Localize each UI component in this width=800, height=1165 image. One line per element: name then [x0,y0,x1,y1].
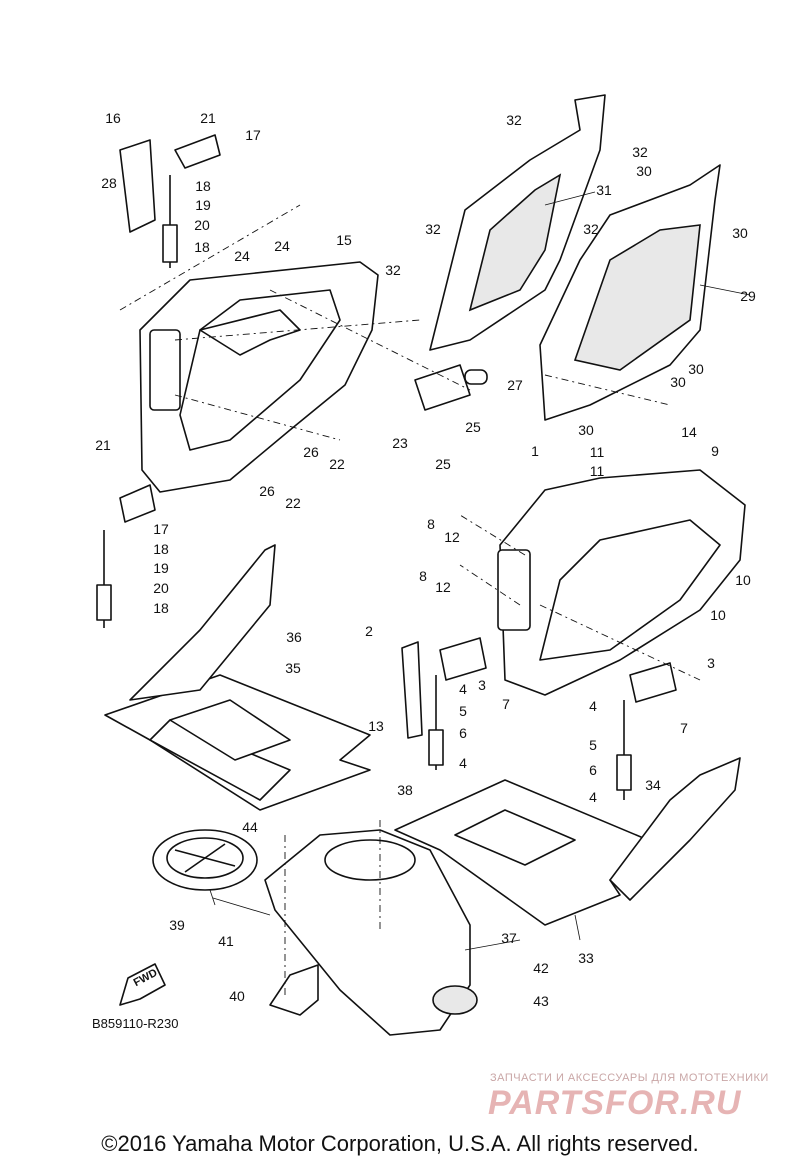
fwd-arrow-icon [119,963,166,1006]
callout-4: 4 [459,681,467,697]
right-floor-tray [394,757,741,926]
callout-24: 24 [234,248,250,264]
callout-35: 35 [285,660,301,676]
callout-11: 11 [589,444,605,460]
callout-7: 7 [680,720,688,736]
callout-32: 32 [506,112,522,128]
callout-5: 5 [459,703,467,719]
diagram-reference-code: B859110-R230 [92,1016,179,1031]
callout-18: 18 [195,178,211,194]
callout-10: 10 [735,572,751,588]
callout-2: 2 [365,623,373,639]
callout-32: 32 [583,221,599,237]
callout-3: 3 [478,677,486,693]
right-door-hinges [401,637,677,800]
callout-25: 25 [435,456,451,472]
callout-29: 29 [740,288,756,304]
callout-37: 37 [501,930,517,946]
upper-center-panel [429,94,606,351]
leader-lines [209,191,751,951]
callout-40: 40 [229,988,245,1004]
callout-17: 17 [153,521,169,537]
callout-4: 4 [589,789,597,805]
callout-11: 11 [589,463,605,479]
callout-12: 12 [435,579,451,595]
vent-cover [152,829,258,891]
callout-6: 6 [589,762,597,778]
callout-27: 27 [507,377,523,393]
callout-5: 5 [589,737,597,753]
callout-24: 24 [274,238,290,254]
callout-17: 17 [245,127,261,143]
callout-10: 10 [710,607,726,623]
callout-38: 38 [397,782,413,798]
callout-30: 30 [636,163,652,179]
callout-31: 31 [596,182,612,198]
callout-34: 34 [645,777,661,793]
center-console [264,829,478,1036]
callout-20: 20 [194,217,210,233]
right-door-panel [497,469,746,696]
callout-30: 30 [670,374,686,390]
callout-41: 41 [218,933,234,949]
callout-32: 32 [425,221,441,237]
copyright-notice: ©2016 Yamaha Motor Corporation, U.S.A. A… [101,1131,699,1156]
left-lower-hinge [96,484,156,628]
right-upper-panel [539,164,721,421]
callout-1: 1 [531,443,539,459]
callout-39: 39 [169,917,185,933]
callout-4: 4 [459,755,467,771]
callout-4: 4 [589,698,597,714]
callout-22: 22 [329,456,345,472]
callout-30: 30 [578,422,594,438]
console-bracket [269,964,319,1016]
callout-19: 19 [195,197,211,213]
callout-12: 12 [444,529,460,545]
callout-21: 21 [200,110,216,126]
callout-20: 20 [153,580,169,596]
watermark-tagline: ЗАПЧАСТИ И АКСЕССУАРЫ ДЛЯ МОТОТЕХНИКИ [490,1072,769,1084]
callout-23: 23 [392,435,408,451]
left-floor-tray [104,544,371,811]
callout-44: 44 [242,819,258,835]
callout-3: 3 [707,655,715,671]
door-latch [414,364,488,411]
callout-32: 32 [632,144,648,160]
callout-9: 9 [711,443,719,459]
callout-18: 18 [194,239,210,255]
callout-8: 8 [427,516,435,532]
callout-32: 32 [385,262,401,278]
callout-15: 15 [336,232,352,248]
callout-25: 25 [465,419,481,435]
callout-19: 19 [153,560,169,576]
alignment-lines [119,204,701,995]
callout-42: 42 [533,960,549,976]
callout-18: 18 [153,600,169,616]
callout-18: 18 [153,541,169,557]
callout-14: 14 [681,424,697,440]
callout-26: 26 [259,483,275,499]
watermark-logo: PARTSFOR.RU [488,1084,742,1122]
callout-28: 28 [101,175,117,191]
callout-43: 43 [533,993,549,1009]
callout-6: 6 [459,725,467,741]
callout-30: 30 [688,361,704,377]
callout-36: 36 [286,629,302,645]
callout-7: 7 [502,696,510,712]
callout-26: 26 [303,444,319,460]
callout-22: 22 [285,495,301,511]
callout-30: 30 [732,225,748,241]
callout-16: 16 [105,110,121,126]
callout-13: 13 [368,718,384,734]
callout-33: 33 [578,950,594,966]
callout-21: 21 [95,437,111,453]
callout-8: 8 [419,568,427,584]
left-upper-hinge [119,134,221,268]
